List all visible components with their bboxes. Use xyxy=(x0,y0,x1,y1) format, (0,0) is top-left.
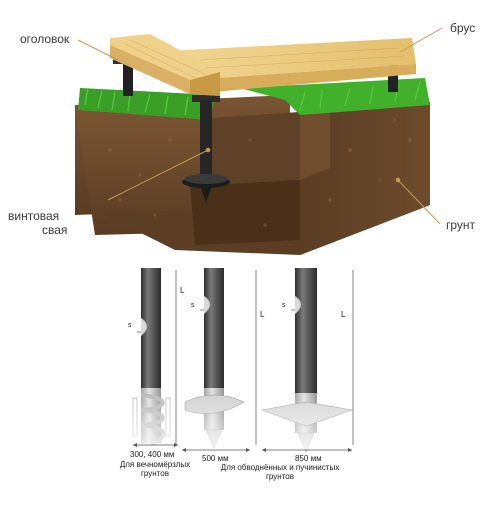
dim-L-1: L xyxy=(180,286,185,295)
caption-watered-line1: Для обводнённых и пучинистых xyxy=(220,463,340,472)
caption-permafrost-line2: грунтов xyxy=(141,469,169,478)
dim-value-850: 850 мм xyxy=(295,454,322,463)
dim-value-300-400: 300, 400 мм xyxy=(130,450,175,459)
dim-L-3: L xyxy=(341,310,346,319)
label-ogolovok: оголовок xyxy=(20,32,70,46)
caption-permafrost-line1: Для вечномёрзлых xyxy=(119,460,191,469)
leader-brus xyxy=(399,27,443,53)
dim-s-1: s xyxy=(128,322,132,329)
dim-value-500: 500 мм xyxy=(202,454,229,463)
leader-vintovaya xyxy=(107,149,209,201)
label-brus: брус xyxy=(450,21,476,35)
dim-s-3: s xyxy=(282,302,286,309)
dimension-lines xyxy=(133,270,354,451)
label-vintovaya-line2: свая xyxy=(42,223,68,237)
screw-pile-main xyxy=(182,95,230,202)
wooden-beam xyxy=(110,34,416,96)
dim-s-2: s xyxy=(191,302,195,309)
label-grunt: грунт xyxy=(446,218,476,232)
dim-L-2: L xyxy=(260,310,265,319)
label-vintovaya-line1: винтовая xyxy=(8,209,60,223)
leader-ogolovok xyxy=(77,39,119,61)
leader-lines xyxy=(77,27,443,225)
leader-grunt xyxy=(397,179,441,225)
soil-block xyxy=(75,95,430,255)
caption-watered-line2: грунтов xyxy=(266,472,294,481)
grass xyxy=(78,78,430,120)
